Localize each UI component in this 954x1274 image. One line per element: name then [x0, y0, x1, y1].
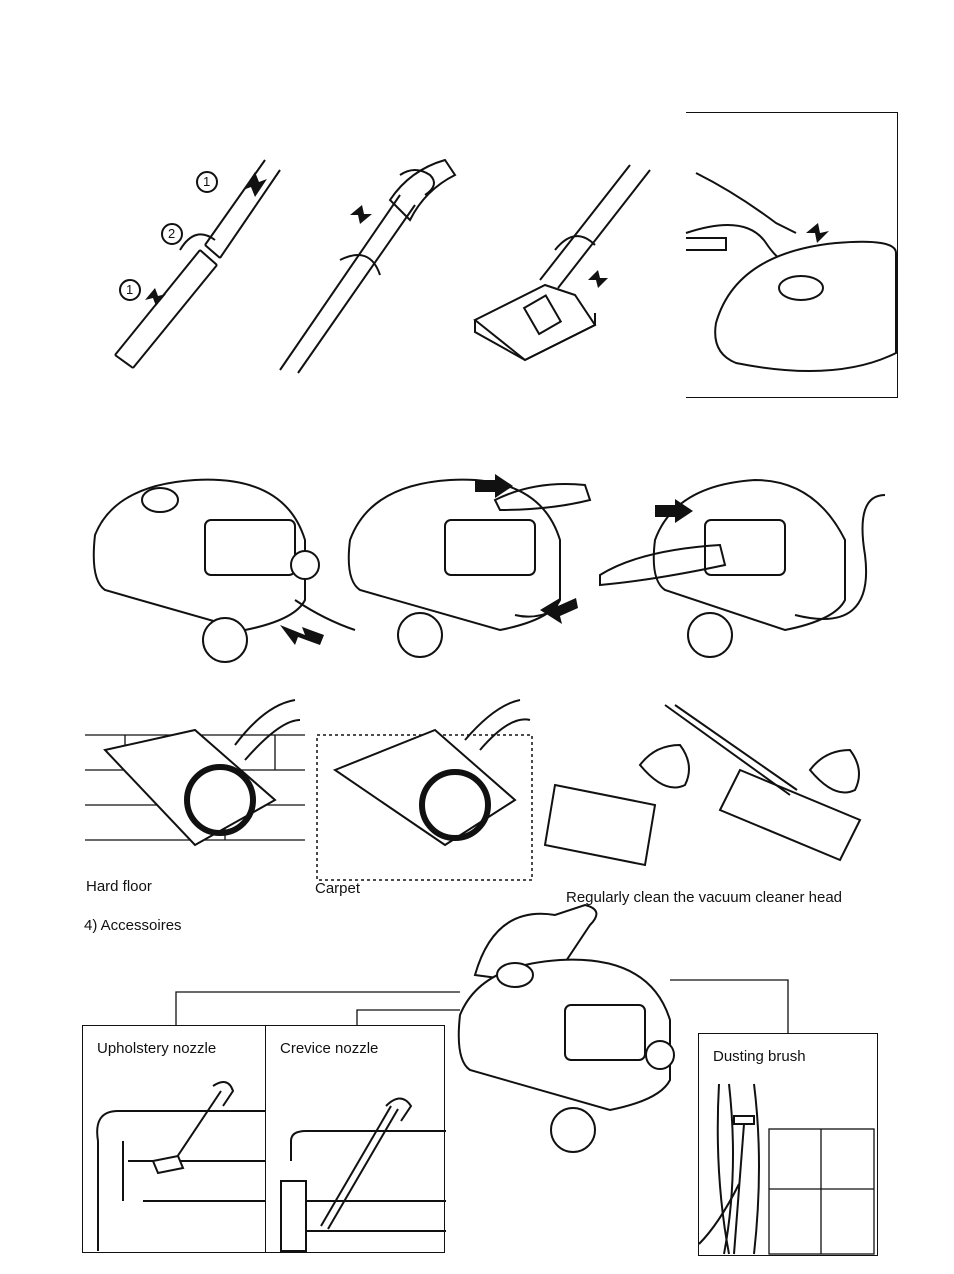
upholstery-sofa-illustration	[83, 1081, 268, 1251]
crevice-sofa-illustration	[266, 1081, 446, 1251]
dusting-window-illustration	[699, 1084, 879, 1254]
crevice-nozzle-label: Crevice nozzle	[280, 1040, 378, 1057]
dusting-brush-panel: Dusting brush	[698, 1033, 878, 1256]
crevice-nozzle-panel: Crevice nozzle	[265, 1025, 445, 1253]
upholstery-nozzle-panel: Upholstery nozzle	[82, 1025, 267, 1253]
vacuum-open-lid-illustration	[455, 895, 695, 1155]
upholstery-nozzle-label: Upholstery nozzle	[97, 1040, 216, 1057]
dusting-brush-label: Dusting brush	[713, 1048, 806, 1065]
